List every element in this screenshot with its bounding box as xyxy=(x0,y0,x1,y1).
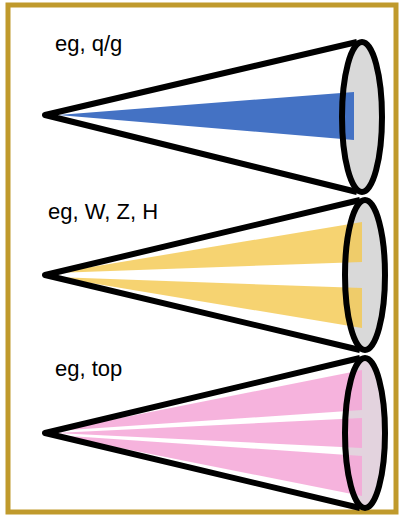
prong xyxy=(55,277,362,328)
jet-label: eg, q/g xyxy=(55,31,122,57)
cone-face xyxy=(345,200,385,350)
cone-rim xyxy=(345,200,385,350)
jet-label: eg, top xyxy=(55,356,122,382)
cone-outline xyxy=(45,200,360,350)
cone-outline xyxy=(45,42,357,192)
jet-label: eg, W, Z, H xyxy=(48,199,158,225)
prong xyxy=(55,222,362,273)
quark-gluon-jet xyxy=(45,42,382,192)
cone-rim xyxy=(345,358,385,508)
frame-border xyxy=(8,5,396,512)
cone-rim xyxy=(342,42,382,192)
boson-jet xyxy=(45,200,385,350)
